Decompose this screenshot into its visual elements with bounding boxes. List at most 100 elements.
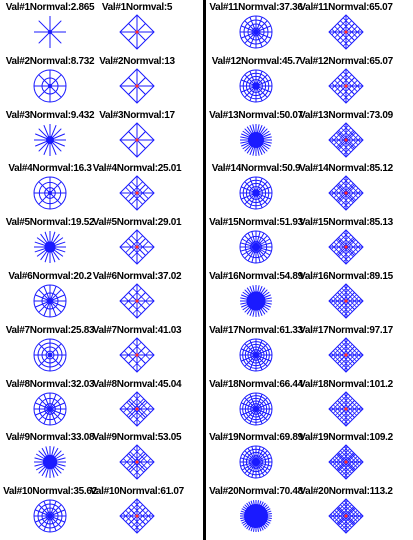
lattice-line: [331, 136, 349, 155]
lattice-line: [330, 339, 349, 358]
spoke: [244, 181, 257, 194]
lattice-line: [333, 134, 352, 153]
lattice-line: [129, 398, 148, 416]
lattice-line: [330, 460, 349, 478]
ring: [242, 394, 270, 423]
center-dot: [344, 137, 348, 142]
spoke: [255, 193, 268, 206]
glyph-label: Val#11Normval:37.36: [209, 2, 303, 13]
lattice-line: [343, 393, 362, 412]
center-dot: [135, 299, 139, 303]
lattice-line: [126, 451, 145, 470]
spoke: [244, 193, 257, 206]
lattice-line: [340, 510, 358, 528]
lattice-line: [331, 232, 349, 250]
lattice-line: [125, 241, 143, 259]
spoke: [255, 70, 263, 86]
spoke: [255, 193, 263, 209]
center-dot: [48, 406, 52, 411]
lattice-line: [343, 514, 362, 532]
glyph-label: Val#4Normval:25.01: [92, 163, 182, 175]
ring: [41, 346, 59, 364]
diamond-icon: [328, 444, 364, 481]
lattice-line: [338, 183, 356, 201]
star-icon: [240, 123, 272, 156]
center-dot: [135, 406, 139, 411]
glyph-cell: Val#8Normval:32.03: [2, 377, 98, 429]
lattice-line: [338, 237, 356, 255]
lattice-line: [336, 129, 354, 148]
glyph-cell: Val#5Normval:29.01: [89, 215, 185, 267]
center-dot: [48, 191, 52, 196]
glyph-label: Val#2Normval:13: [99, 55, 175, 67]
lattice-line: [330, 500, 349, 519]
lattice-line: [333, 188, 352, 206]
ring: [252, 82, 260, 90]
ring: [249, 78, 263, 93]
glyph-cell: Val#17Normval:97.17: [298, 323, 394, 375]
star-icon: [33, 176, 67, 210]
glyph-cell: Val#2Normval:13: [89, 54, 185, 106]
glyph-label: Val#12Normval:45.7: [211, 55, 301, 67]
diamond-icon: [328, 337, 364, 373]
lattice-line: [338, 185, 356, 204]
lattice-line: [334, 504, 352, 523]
lattice-line: [131, 187, 149, 206]
lattice-line: [330, 393, 349, 412]
lattice-line: [343, 500, 362, 519]
glyph-cell: Val#20Normval:113.2: [298, 484, 394, 536]
lattice-line: [330, 285, 349, 304]
diamond-icon: [119, 229, 155, 265]
outer-ring: [239, 15, 273, 49]
ring: [244, 343, 268, 366]
lattice-line: [343, 124, 361, 143]
star-icon: [34, 16, 66, 48]
glyph-label: Val#8Normval:45.04: [92, 378, 182, 390]
glyph-cell: Val#19Normval:69.89: [208, 430, 304, 482]
spoke: [249, 70, 257, 86]
spoke: [38, 408, 51, 421]
glyph-label: Val#6Normval:37.02: [92, 271, 182, 282]
lattice-line: [340, 450, 358, 469]
lattice-line: [123, 448, 141, 467]
spoke: [38, 31, 51, 44]
lattice-line: [341, 395, 360, 414]
ring: [242, 180, 270, 207]
glyph-cell: Val#9Normval:53.05: [89, 430, 185, 482]
outer-ring: [33, 338, 67, 372]
lattice-line: [338, 239, 356, 258]
glyph-cell: Val#2Normval:8.732: [2, 54, 98, 106]
lattice-line: [343, 460, 362, 478]
glyph-label: Val#18Normval:101.2: [299, 378, 393, 390]
glyph-cell: Val#8Normval:45.04: [89, 377, 185, 429]
lattice-line: [343, 190, 361, 209]
glyph-cell: Val#18Normval:101.2: [298, 377, 394, 429]
lattice-line: [125, 235, 143, 254]
ring: [252, 405, 260, 412]
diamond-icon: [119, 390, 155, 427]
ring: [245, 183, 267, 204]
center-dot: [344, 299, 348, 303]
diamond-icon: [119, 444, 155, 481]
center-dot: [135, 84, 139, 88]
spoke: [35, 402, 51, 410]
center-dot: [48, 245, 52, 250]
spoke: [38, 193, 51, 206]
lattice-line: [335, 343, 353, 362]
outer-ring: [239, 445, 273, 479]
glyph-label: Val#4Normval:16.3: [8, 163, 92, 175]
lattice-line: [336, 239, 354, 258]
ring: [250, 402, 262, 415]
lattice-line: [133, 404, 151, 423]
center-dot: [48, 460, 52, 465]
glyph-cell: Val#14Normval:50.9: [208, 161, 304, 213]
glyph-cell: Val#13Normval:50.07: [208, 108, 304, 160]
center-dot: [254, 460, 258, 465]
glyph-label: Val#6Normval:20.2: [8, 271, 92, 282]
lattice-line: [333, 127, 352, 145]
glyph-cell: Val#15Normval:51.93: [208, 215, 304, 267]
center-dot: [344, 406, 348, 411]
spoke: [49, 408, 65, 416]
glyph-cell: Val#10Normval:61.07: [89, 484, 185, 536]
glyph-label: Val#15Normval:85.13: [299, 217, 393, 229]
